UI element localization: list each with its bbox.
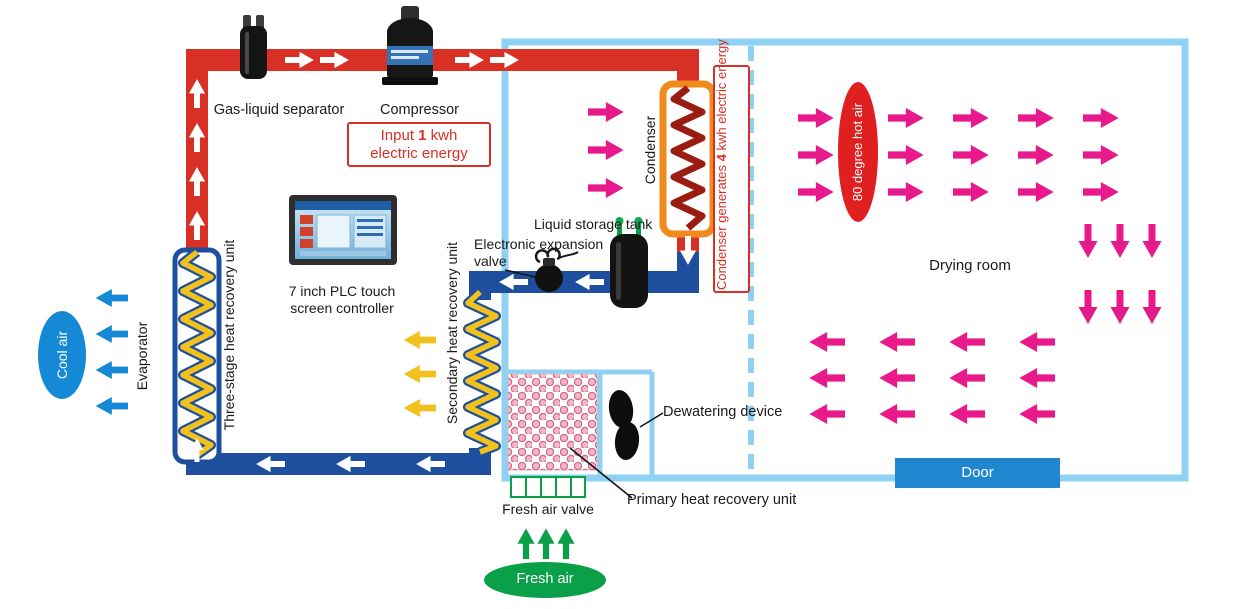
electronic-expansion-valve-label: Electronic expansion valve xyxy=(474,236,604,269)
primary-heat-recovery-label: Primary heat recovery unit xyxy=(627,492,797,508)
recovery-air-arrows xyxy=(403,330,436,418)
compressor-label: Compressor xyxy=(380,102,459,118)
condenser-generates-box xyxy=(713,65,750,293)
condenser-label: Condenser xyxy=(642,115,658,185)
gas-liquid-separator-label: Gas-liquid separator xyxy=(213,102,345,118)
cool-air-badge xyxy=(38,311,86,399)
evaporator-coil xyxy=(172,247,222,465)
expansion-valve-device xyxy=(534,247,579,292)
fresh-air-arrows xyxy=(517,528,575,559)
secondary-heat-recovery-label: Secondary heat recovery unit xyxy=(444,241,460,425)
three-stage-heat-recovery-label: Three-stage heat recovery unit xyxy=(221,239,237,431)
fresh-air-valve-label: Fresh air valve xyxy=(502,501,594,517)
liquid-storage-tank-device xyxy=(610,217,648,308)
drying-room-label: Drying room xyxy=(929,257,1011,274)
condenser-coil xyxy=(659,80,717,238)
plc-label: 7 inch PLC touch screen controller xyxy=(288,283,396,316)
plc-touchscreen-image xyxy=(289,195,397,265)
input-energy-line2: electric energy xyxy=(370,144,468,162)
pointer-lines xyxy=(504,269,664,499)
dewatering-device-image xyxy=(608,390,640,460)
evaporator-label: Evaporator xyxy=(134,321,150,391)
hot-air-badge xyxy=(838,82,878,222)
compressor-device xyxy=(382,6,438,85)
cool-air-label: Cool air xyxy=(54,330,70,380)
fresh-air-label: Fresh air xyxy=(516,571,574,587)
gas-liquid-separator-device xyxy=(240,15,267,79)
input-energy-line1: Input 1 kwh xyxy=(380,127,458,144)
primary-heat-recovery-image xyxy=(507,373,598,471)
hot-air-label: 80 degree hot air xyxy=(850,102,865,202)
dewatering-device-label: Dewatering device xyxy=(663,404,783,420)
drying-room-outline xyxy=(501,38,1189,482)
door-shape xyxy=(895,458,1060,488)
fresh-air-valve-image xyxy=(510,476,586,498)
input-energy-note: Input 1 kwh electric energy xyxy=(347,122,491,168)
cool-air-arrows xyxy=(95,288,128,416)
condenser-generates-note: Condenser generates 4 kwh electric energ… xyxy=(714,39,729,290)
secondary-heat-recovery-coil xyxy=(463,288,501,457)
fresh-air-badge xyxy=(484,562,606,598)
door-label: Door xyxy=(961,464,994,481)
liquid-storage-tank-label: Liquid storage tank xyxy=(534,216,653,232)
